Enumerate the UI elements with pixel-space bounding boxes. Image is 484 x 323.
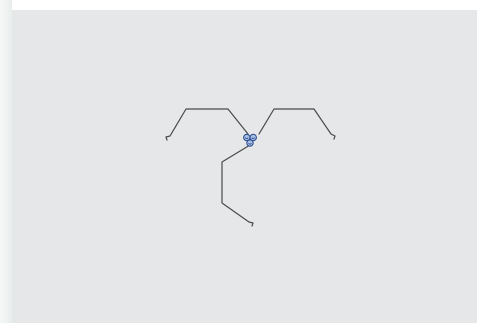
left-edge-strip [0,0,12,323]
right-edge-strip [477,0,484,323]
drawing-canvas[interactable] [12,10,477,323]
canvas-drawing-layer [165,108,336,227]
polyline-arm-bottom[interactable] [221,144,254,227]
polyline-arm-right[interactable] [258,108,336,140]
triskelion-node-icon[interactable] [243,133,257,147]
polyline-arm-left[interactable] [165,108,249,141]
